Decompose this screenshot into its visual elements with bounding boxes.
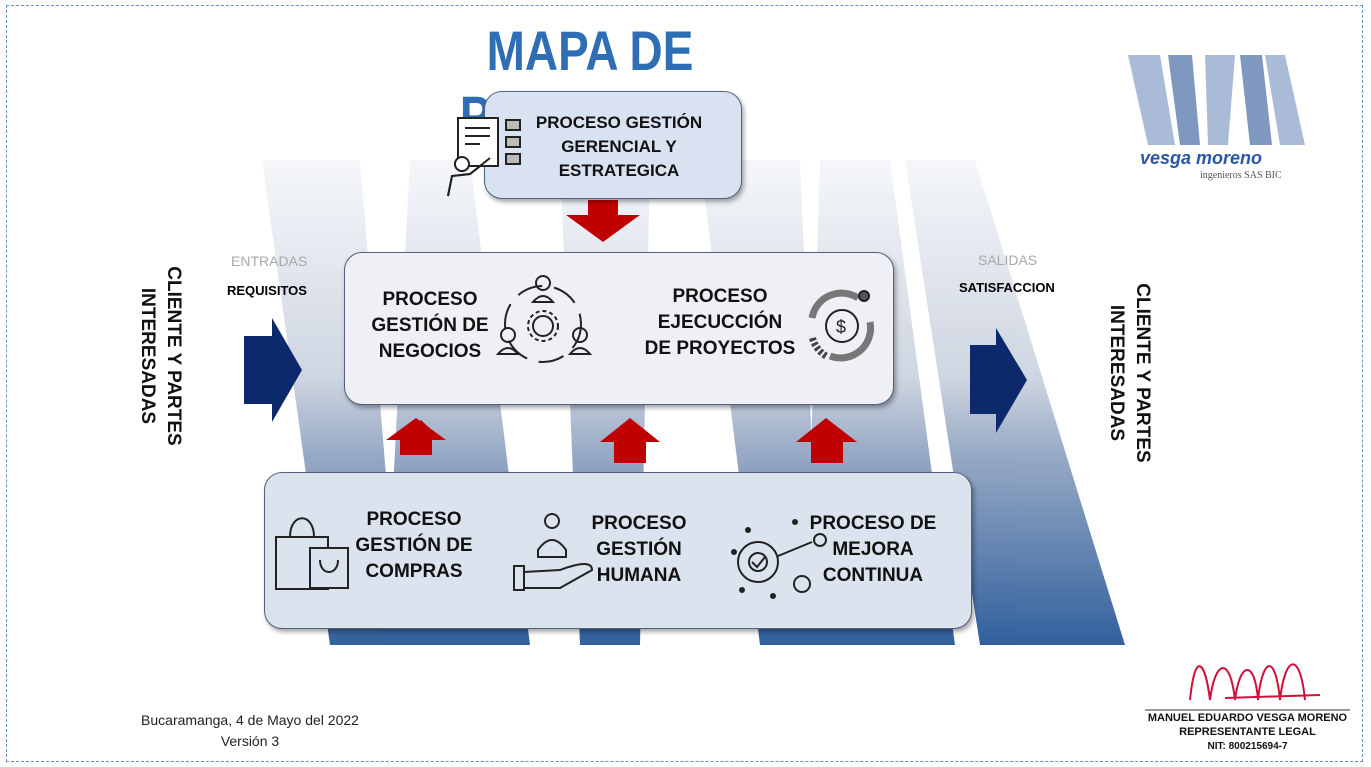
process-negocios-label: PROCESO GESTIÓN DE NEGOCIOS [371, 289, 489, 362]
signature-scribble [1189, 663, 1321, 701]
signature-nit: NIT: 800215694-7 [1207, 741, 1288, 752]
page-frame [6, 5, 1363, 762]
process-mejora-label: PROCESO DE MEJORA CONTINUA [809, 513, 937, 586]
process-compras-label: PROCESO GESTIÓN DE COMPRAS [355, 509, 473, 582]
logo-brand: vesga moreno [1140, 148, 1263, 168]
inputs-heading: ENTRADAS [231, 253, 308, 269]
process-box-gerencial [484, 91, 742, 199]
signature-role: REPRESENTANTE LEGAL [1179, 726, 1316, 738]
logo-vm-mark [1128, 55, 1305, 145]
arrow-up-red-3 [796, 418, 857, 463]
outputs-heading: SALIDAS [978, 252, 1038, 268]
signature-name: MANUEL EDUARDO VESGA MORENO [1147, 712, 1348, 724]
stakeholders-right: CLIENTE Y PARTES INTERESADAS [1106, 283, 1153, 463]
process-box-support [264, 472, 972, 629]
process-proyectos-label: PROCESO EJECUCCIÓN DE PROYECTOS [644, 286, 796, 359]
logo-subtitle: ingenieros SAS BIC [1200, 170, 1282, 181]
arrow-up-red-1b [386, 418, 446, 455]
footer-place-date: Bucaramanga, 4 de Mayo del 2022 [141, 712, 359, 728]
outputs-value: SATISFACCION [959, 280, 1055, 295]
arrow-right-navy-right [970, 328, 1027, 433]
stakeholders-left: CLIENTE Y PARTES INTERESADAS [137, 266, 184, 446]
inputs-value: REQUISITOS [227, 283, 307, 298]
process-gerencial-label: PROCESO GESTIÓN GERENCIAL Y ESTRATEGICA [535, 113, 703, 180]
process-box-core [344, 252, 894, 405]
arrow-up-red-2 [600, 418, 660, 463]
footer-version: Versión 3 [220, 733, 280, 749]
process-humana-label: PROCESO GESTIÓN HUMANA [591, 513, 687, 586]
arrow-down-red [566, 200, 640, 242]
arrow-right-navy-left [244, 318, 302, 422]
